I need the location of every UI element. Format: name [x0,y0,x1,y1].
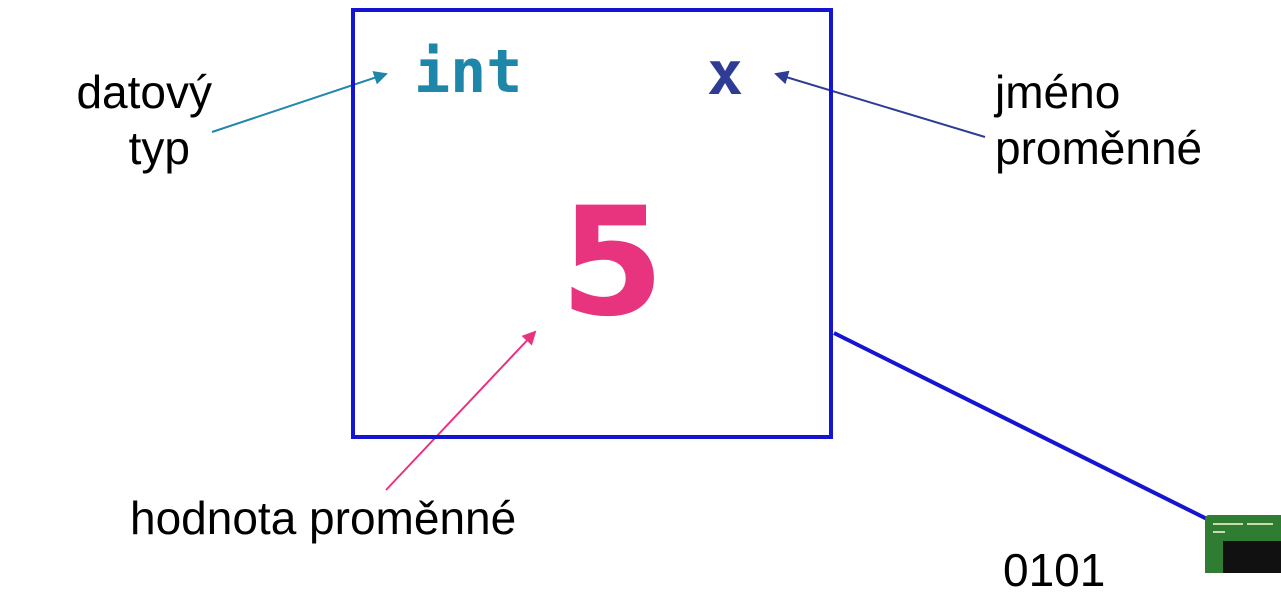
chip-trace [1247,523,1273,525]
memory-bits-label: 0101 [1003,544,1106,596]
variable-name-label: jméno proměnné [995,64,1202,176]
type-keyword: int [414,37,523,107]
data-type-label: datový typ [12,64,212,176]
value-arrow [385,330,537,491]
value-label: hodnota proměnné [130,492,517,544]
variable-name-label-line1: jméno [995,66,1121,118]
variable-name-label-line2: proměnné [995,122,1203,175]
chip-trace [1213,531,1225,533]
variable-diagram: int x 5 datový typ jméno proměnné hodnot… [12,8,1281,596]
chip-trace [1213,523,1243,525]
data-type-label-line1: datový [76,66,212,118]
variable-box [351,8,833,439]
memory-link-line [833,331,1214,524]
chip-die [1223,541,1281,573]
memory-chip-icon [1205,515,1281,573]
connector-layer [211,70,1214,524]
data-type-label-line2: typ [128,122,190,175]
variable-name: x [707,39,744,109]
data-type-arrow [211,71,388,133]
variable-name-arrow [774,70,986,138]
variable-value: 5 [560,176,665,350]
